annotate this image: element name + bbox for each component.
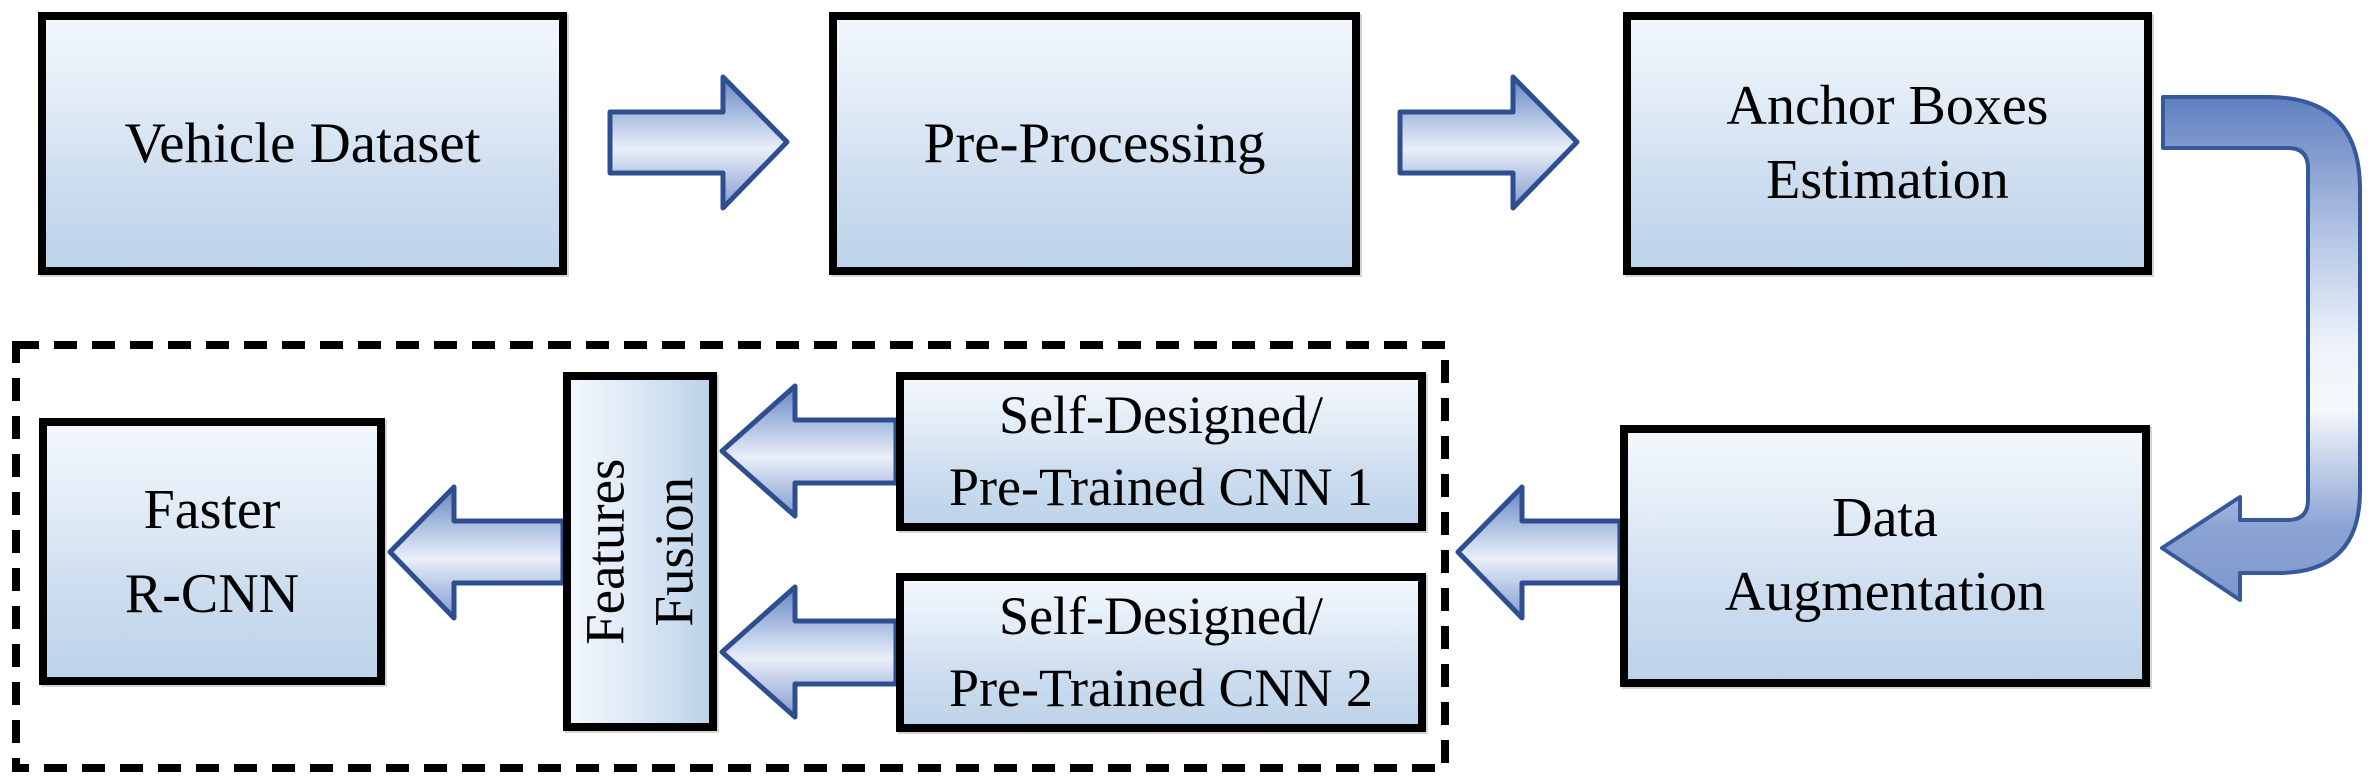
elbow-arrow-icon-anchor-to-dataaug [2160,95,2362,602]
vehicle-dataset-label: Vehicle Dataset [124,111,481,175]
arrow-left-icon-fusion-to-faster [387,484,566,621]
arrow-right-icon-dataset-to-preprocessing [607,74,790,211]
features-fusion-label: Features Fusion [574,458,705,645]
arrow-left-icon-cnn2-to-fusion [719,584,899,720]
data-augmentation-label: Data Augmentation [1724,487,2046,623]
data-augmentation-box: Data Augmentation [1620,425,2150,687]
faster-rcnn-label: Faster R-CNN [124,478,300,625]
vehicle-dataset-box: Vehicle Dataset [38,12,567,275]
preprocessing-label: Pre-Processing [923,111,1266,175]
arrow-left-icon-dataaug-to-cnns [1455,484,1623,621]
faster-rcnn-box: Faster R-CNN [39,418,385,685]
features-fusion-box: Features Fusion [563,372,717,731]
pretrained-cnn1-label: Self-Designed/ Pre-Trained CNN 1 [949,385,1373,517]
arrow-right-icon-preprocessing-to-anchor [1397,74,1580,211]
preprocessing-box: Pre-Processing [829,12,1360,275]
pretrained-cnn1-box: Self-Designed/ Pre-Trained CNN 1 [896,372,1426,531]
pretrained-cnn2-label: Self-Designed/ Pre-Trained CNN 2 [949,586,1373,718]
arrow-left-icon-cnn1-to-fusion [719,383,899,519]
anchor-boxes-estimation-box: Anchor Boxes Estimation [1623,12,2152,275]
anchor-boxes-estimation-label: Anchor Boxes Estimation [1726,74,2049,211]
pretrained-cnn2-box: Self-Designed/ Pre-Trained CNN 2 [896,573,1426,732]
